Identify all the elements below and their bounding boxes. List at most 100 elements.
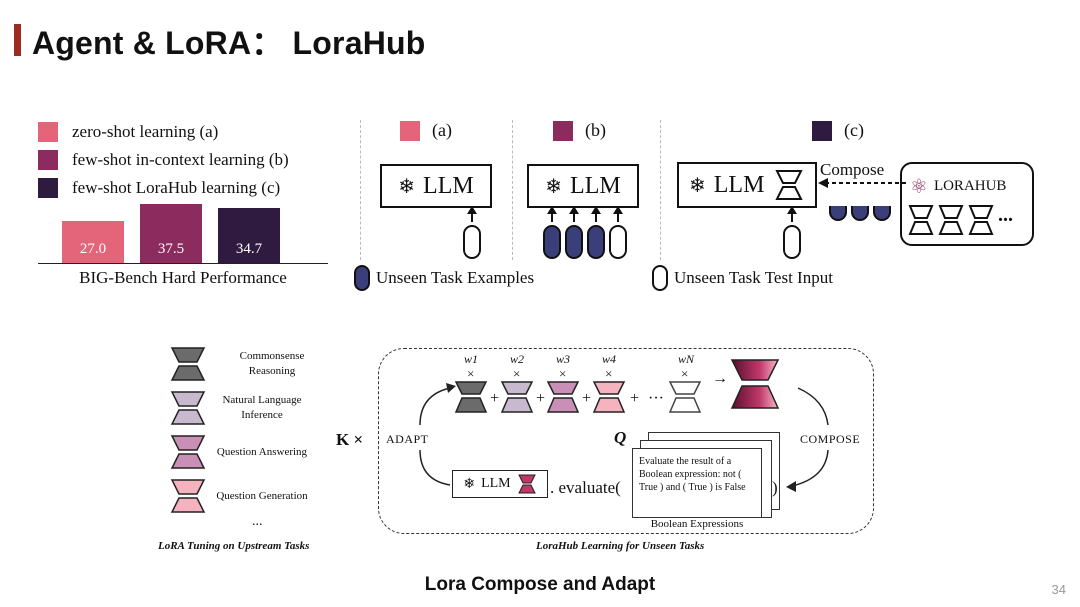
more-tasks-ellipsis: ... [252, 514, 263, 529]
slide-footer: Lora Compose and Adapt [424, 574, 656, 595]
weight-label: wN [678, 352, 695, 366]
plus-sign: + [630, 390, 640, 407]
test-input-pill [783, 225, 801, 259]
plus-sign: + [582, 390, 592, 407]
example-pill [565, 225, 583, 259]
bar-value-label: 27.0 [79, 241, 107, 257]
compose-arrow [818, 178, 906, 188]
legend-swatch [38, 150, 58, 170]
lorahub-learning-panel [378, 348, 874, 534]
snowflake-icon: ❄ [689, 174, 706, 197]
lora-module-icon [170, 391, 206, 425]
llm-box-a: ❄ LLM [380, 164, 492, 208]
panel-swatch [553, 120, 573, 141]
upstream-item-nli: Natural Language Inference [168, 390, 312, 426]
panel-a-label: (a) [400, 120, 452, 141]
performance-bar-chart: 27.0 37.5 34.7 [38, 200, 328, 264]
times-sign: × [559, 366, 567, 381]
legend-item-lorahub: few-shot LoraHub learning (c) [38, 174, 289, 202]
plus-sign: + [536, 390, 546, 407]
bar: 27.0 [62, 221, 124, 264]
divider [360, 120, 361, 260]
legend-label: Unseen Task Test Input [674, 268, 833, 287]
evaluate-close: ) [772, 478, 778, 497]
compose-label: Compose [820, 160, 885, 179]
upstream-item-commonsense: Commonsense Reasoning [168, 346, 322, 382]
example-pill [873, 206, 891, 221]
chart-xlabel: BIG-Bench Hard Performance [79, 268, 287, 287]
weight-label: w3 [556, 352, 571, 366]
upstream-item-qa: Question Answering [168, 434, 312, 470]
page-title: Agent & LoRA： LoraHub [32, 25, 426, 61]
q-label: Q [614, 428, 627, 447]
example-pill-icon [354, 265, 370, 291]
legend-label: zero-shot learning (a) [72, 122, 219, 141]
chart-legend: zero-shot learning (a) few-shot in-conte… [38, 118, 289, 202]
lorahub-learning-caption: LoraHub Learning for Unseen Tasks [536, 540, 705, 552]
times-sign: × [513, 366, 521, 381]
legend-label: few-shot LoraHub learning (c) [72, 178, 281, 197]
lora-module-icon [938, 205, 964, 235]
llm-box-b: ❄ LLM [527, 164, 639, 208]
times-sign: × [605, 366, 613, 381]
evaluate-call: . evaluate( [550, 478, 621, 497]
panel-c-label: (c) [812, 120, 864, 141]
lorahub-label: LORAHUB [933, 178, 1007, 194]
upstream-item-qg: Question Generation [168, 478, 312, 514]
dots: ··· [648, 390, 664, 407]
legend-label: few-shot in-context learning (b) [72, 150, 289, 169]
cycle-arrows [419, 383, 829, 492]
lora-module-icon [775, 170, 804, 200]
legend-swatch [38, 178, 58, 198]
arrow-to-composed: → [712, 370, 728, 387]
legend-unseen-examples: Unseen Task Examples [354, 265, 534, 291]
panel-b-label: (b) [553, 120, 606, 141]
snowflake-icon: ❄ [463, 476, 476, 492]
title-accent-bar [14, 24, 21, 56]
bar: 34.7 [218, 208, 280, 264]
lora-module-icon [170, 479, 206, 513]
times-sign: × [681, 366, 689, 381]
lora-modules-row [908, 205, 994, 235]
legend-item-few-shot-icl: few-shot in-context learning (b) [38, 146, 289, 174]
legend-item-zero-shot: zero-shot learning (a) [38, 118, 289, 146]
llm-eval-box: ❄ LLM [452, 470, 548, 498]
weight-label: w2 [510, 352, 525, 366]
bar: 37.5 [140, 204, 202, 264]
example-pill [587, 225, 605, 259]
adapt-label: ADAPT [386, 432, 429, 446]
lora-module-icon [170, 347, 206, 381]
k-multiplier: K × [336, 430, 364, 449]
llm-label: LLM [570, 172, 621, 199]
panel-swatch [400, 120, 420, 141]
example-pill [829, 206, 847, 221]
llm-label: LLM [713, 171, 765, 198]
llm-label: LLM [423, 172, 474, 199]
page-number: 34 [1051, 582, 1066, 597]
legend-unseen-input: Unseen Task Test Input [652, 265, 833, 291]
lorahub-header: ⚛ LORAHUB [910, 174, 1006, 199]
llm-box-c: ❄ LLM [677, 162, 817, 208]
upstream-caption: LoRA Tuning on Upstream Tasks [158, 540, 310, 552]
weight-label: w1 [464, 352, 479, 366]
atom-icon: ⚛ [910, 176, 928, 198]
card-caption: Boolean Expressions [650, 518, 744, 530]
lora-module-icon [908, 205, 934, 235]
compose-label-bottom: COMPOSE [800, 432, 861, 446]
boolean-expression-card: Evaluate the result of a Boolean express… [632, 448, 762, 518]
snowflake-icon: ❄ [398, 175, 416, 198]
test-input-pill [609, 225, 627, 259]
legend-swatch [38, 122, 58, 142]
snowflake-icon: ❄ [545, 175, 563, 198]
weighted-modules-row [454, 359, 780, 413]
lora-module-icon [968, 205, 994, 235]
weight-label: w4 [602, 352, 617, 366]
example-pill [851, 206, 869, 221]
chart-baseline [38, 263, 328, 264]
divider [660, 120, 661, 260]
test-input-pill-icon [652, 265, 668, 291]
bar-value-label: 34.7 [235, 241, 263, 257]
llm-label: LLM [481, 476, 511, 491]
lorahub-box: ⚛ LORAHUB ... [900, 162, 1034, 246]
times-sign: × [467, 366, 475, 381]
